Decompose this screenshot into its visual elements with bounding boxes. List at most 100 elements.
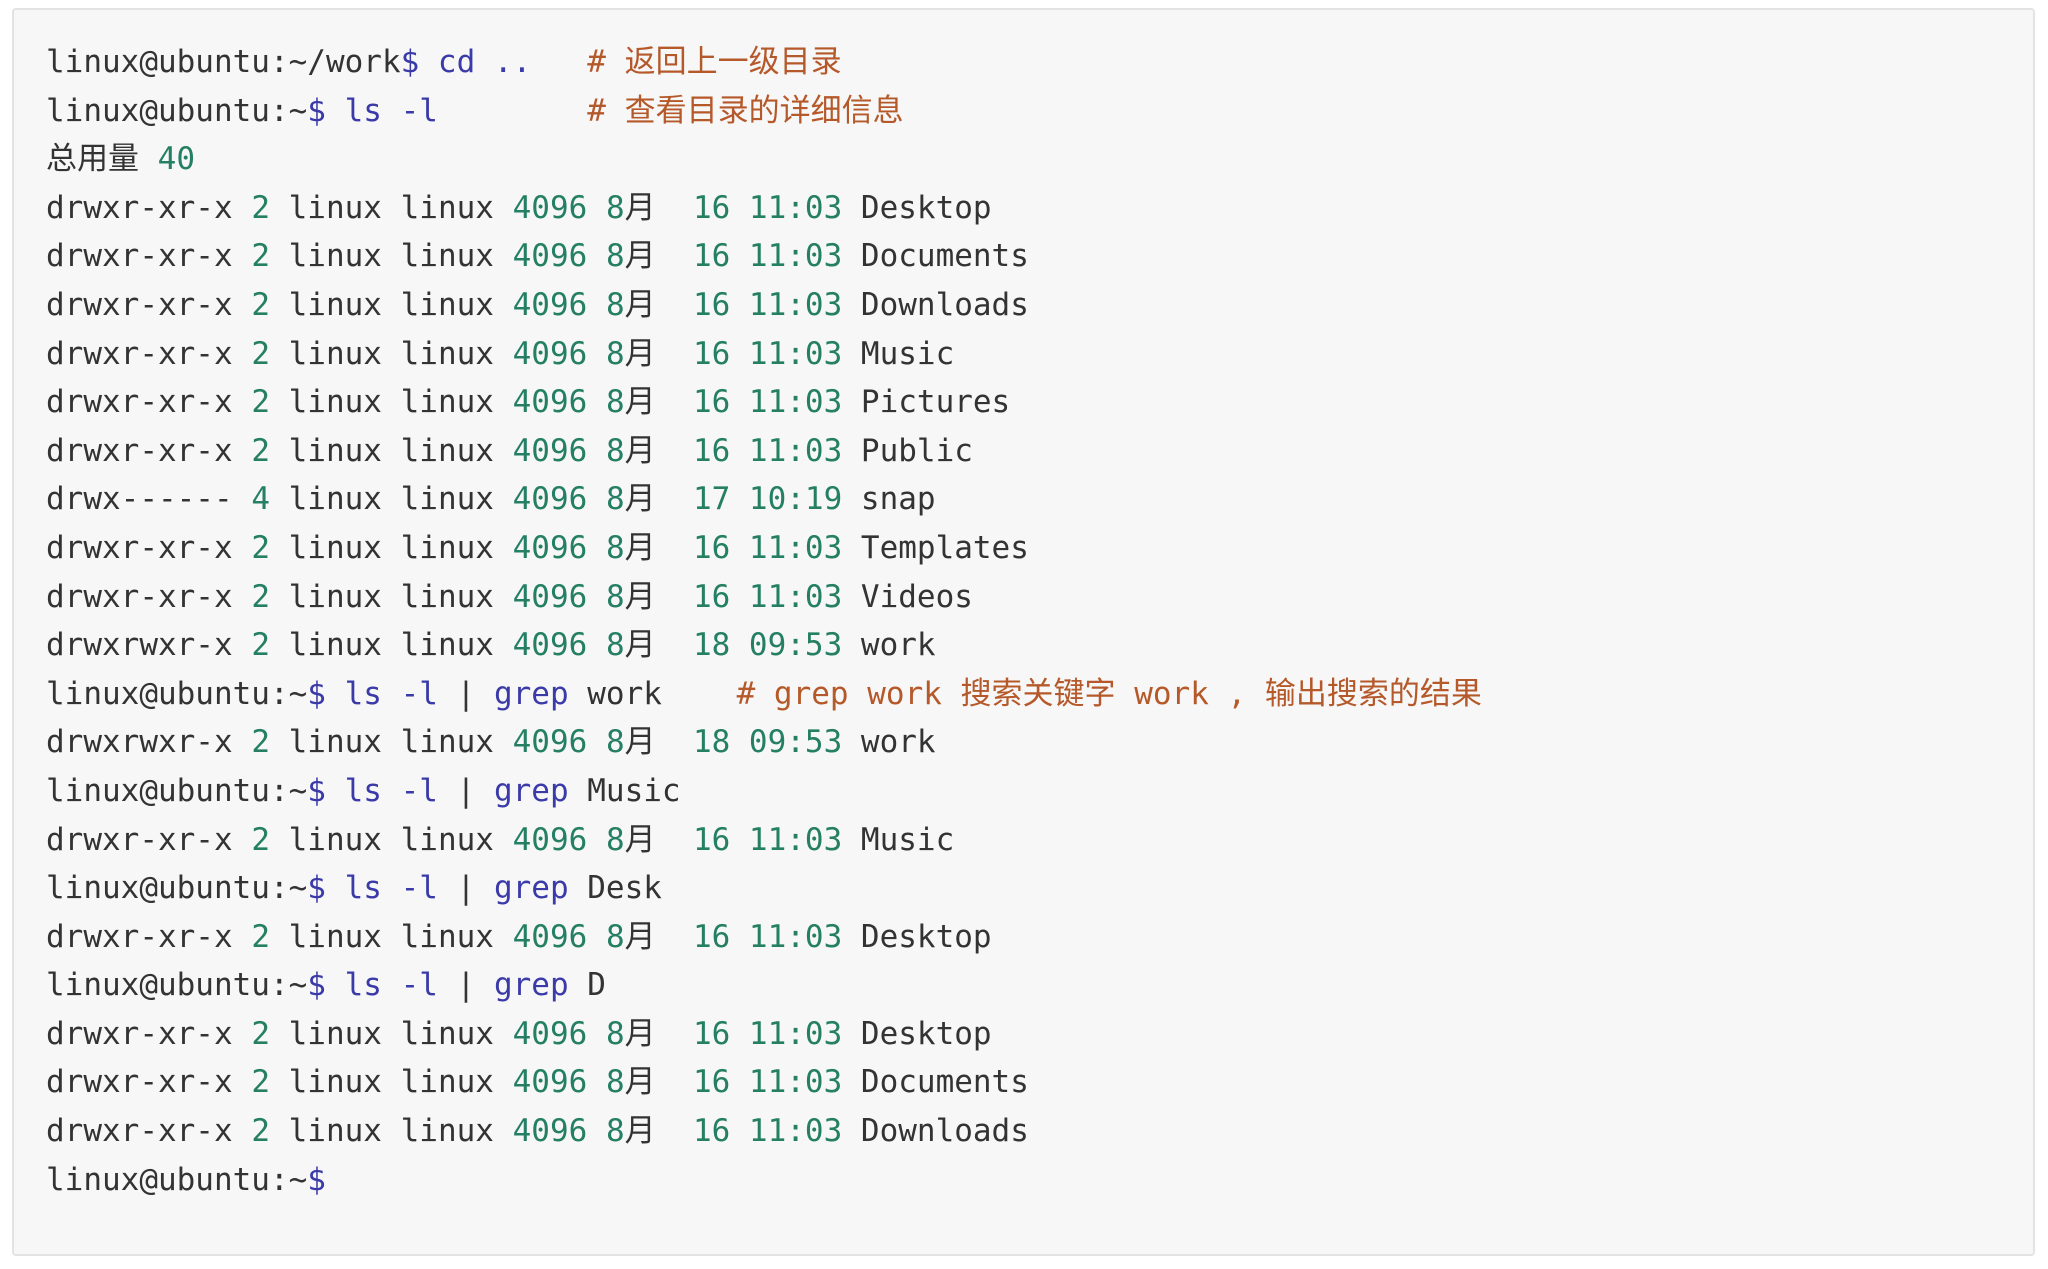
token-plain: 月 (624, 1015, 693, 1052)
token-plain: linux linux (269, 286, 513, 323)
token-cmd: $ ls -l (307, 967, 438, 1004)
token-prompt: linux@ubuntu:~ (46, 967, 308, 1004)
token-plain: 月 (624, 1064, 693, 1101)
terminal-line: drwxr-xr-x 2 linux linux 4096 8月 16 11:0… (46, 184, 2033, 233)
token-num: 4096 8 (512, 627, 625, 664)
token-prompt: linux@ubuntu:~ (46, 870, 308, 907)
token-num: 2 (251, 627, 270, 664)
token-plain: drwx------ (46, 481, 252, 518)
terminal-line: drwxr-xr-x 2 linux linux 4096 8月 16 11:0… (46, 573, 2033, 622)
token-plain: linux linux (269, 481, 513, 518)
token-num: 4096 8 (512, 238, 625, 275)
token-plain: drwxrwxr-x (46, 724, 252, 761)
terminal-line: drwxrwxr-x 2 linux linux 4096 8月 18 09:5… (46, 718, 2033, 767)
token-num: 4096 8 (512, 724, 625, 761)
token-plain: D (568, 967, 606, 1004)
token-plain: linux linux (269, 724, 513, 761)
terminal-line: drwxr-xr-x 2 linux linux 4096 8月 16 11:0… (46, 816, 2033, 865)
terminal-line: drwxr-xr-x 2 linux linux 4096 8月 16 11:0… (46, 524, 2033, 573)
token-num: 4 (251, 481, 270, 518)
token-plain: linux linux (269, 384, 513, 421)
token-num: 4096 8 (512, 432, 625, 469)
terminal-line: linux@ubuntu:~$ ls -l # 查看目录的详细信息 (46, 87, 2033, 136)
terminal-line: drwxr-xr-x 2 linux linux 4096 8月 16 11:0… (46, 330, 2033, 379)
token-cmd: $ ls -l (307, 870, 438, 907)
terminal-line: linux@ubuntu:~$ ls -l | grep Music (46, 767, 2033, 816)
token-plain: 月 (624, 481, 693, 518)
token-num: 16 11:03 (692, 1113, 843, 1150)
token-plain: linux linux (269, 335, 513, 372)
token-num: 2 (251, 189, 270, 226)
token-prompt: linux@ubuntu:~ (46, 92, 308, 129)
token-plain: 月 (624, 286, 693, 323)
token-plain: linux linux (269, 1064, 513, 1101)
token-num: 4096 8 (512, 1015, 625, 1052)
token-plain: | (437, 772, 494, 809)
token-num: 2 (251, 1113, 270, 1150)
token-plain (438, 93, 587, 129)
token-num: 2 (251, 432, 270, 469)
token-plain: drwxr-xr-x (46, 821, 252, 858)
token-plain: 月 (624, 578, 693, 615)
token-plain: Public (842, 432, 973, 469)
token-num: 2 (251, 1064, 270, 1101)
token-plain: Videos (842, 578, 973, 615)
terminal-line: drwxrwxr-x 2 linux linux 4096 8月 18 09:5… (46, 621, 2033, 670)
token-num: 16 11:03 (692, 578, 843, 615)
token-plain: 月 (624, 529, 693, 566)
token-plain: Documents (842, 238, 1029, 275)
terminal-line: drwxr-xr-x 2 linux linux 4096 8月 16 11:0… (46, 427, 2033, 476)
token-cmd: grep (493, 870, 569, 907)
token-plain: drwxrwxr-x (46, 627, 252, 664)
terminal-line: linux@ubuntu:~$ ls -l | grep Desk (46, 864, 2033, 913)
token-cmd: $ (307, 1161, 326, 1198)
token-plain: drwxr-xr-x (46, 286, 252, 323)
terminal-line: drwxr-xr-x 2 linux linux 4096 8月 16 11:0… (46, 1058, 2033, 1107)
token-plain: 月 (624, 238, 693, 275)
token-comment: # 返回上一级目录 (587, 44, 842, 80)
token-plain: 月 (624, 627, 693, 664)
token-plain: Desk (568, 870, 662, 907)
token-plain: linux linux (269, 1113, 513, 1150)
token-num: 2 (251, 335, 270, 372)
token-num: 18 09:53 (692, 724, 843, 761)
token-plain: work (842, 724, 936, 761)
token-plain: | (437, 675, 494, 712)
token-num: 4096 8 (512, 384, 625, 421)
token-plain: linux linux (269, 821, 513, 858)
token-num: 4096 8 (512, 1064, 625, 1101)
token-cmd: grep (493, 675, 569, 712)
token-num: 16 11:03 (692, 529, 843, 566)
token-num: 2 (251, 1015, 270, 1052)
token-plain: linux linux (269, 432, 513, 469)
token-num: 16 11:03 (692, 918, 843, 955)
terminal-line: drwxr-xr-x 2 linux linux 4096 8月 16 11:0… (46, 1107, 2033, 1156)
token-plain: Desktop (842, 189, 992, 226)
token-num: 4096 8 (512, 918, 625, 955)
token-num: 16 11:03 (692, 1015, 843, 1052)
token-prompt: linux@ubuntu:~ (46, 1161, 308, 1198)
token-num: 2 (251, 578, 270, 615)
token-plain: 月 (624, 724, 693, 761)
terminal-line: linux@ubuntu:~$ ls -l | grep D (46, 961, 2033, 1010)
token-plain: work (842, 627, 936, 664)
terminal-line: 总用量 40 (46, 135, 2033, 184)
token-plain: Templates (842, 529, 1029, 566)
token-prompt: linux@ubuntu:~/work (46, 44, 401, 80)
token-plain: linux linux (269, 1015, 513, 1052)
token-plain: | (437, 870, 494, 907)
token-plain: 月 (624, 821, 693, 858)
token-plain: 月 (624, 189, 693, 226)
terminal-line: linux@ubuntu:~$ ls -l | grep work # grep… (46, 670, 2033, 719)
token-plain: Music (842, 335, 955, 372)
token-num: 2 (251, 724, 270, 761)
token-num: 16 11:03 (692, 1064, 843, 1101)
token-plain: 月 (624, 918, 693, 955)
token-plain: drwxr-xr-x (46, 578, 252, 615)
token-plain: snap (842, 481, 936, 518)
token-plain (531, 44, 587, 80)
token-plain: Desktop (842, 1015, 992, 1052)
token-num: 2 (251, 918, 270, 955)
token-num: 4096 8 (512, 481, 625, 518)
